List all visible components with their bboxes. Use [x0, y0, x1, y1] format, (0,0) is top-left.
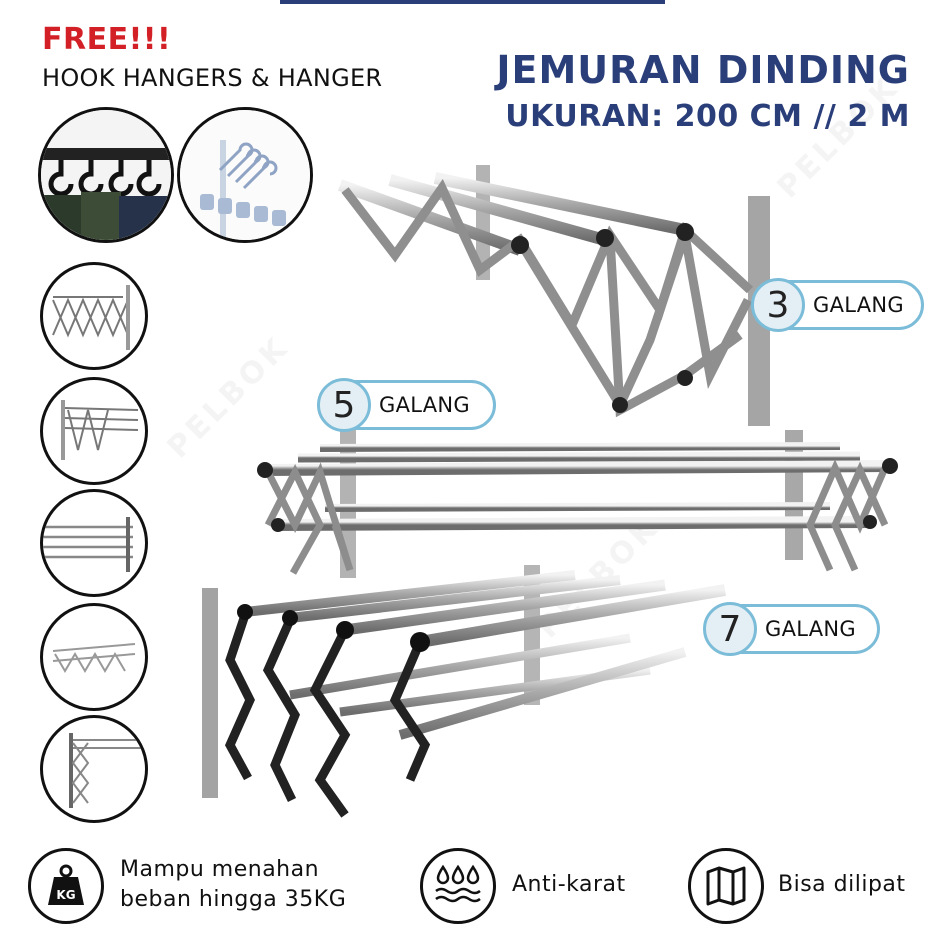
badge-number: 3	[751, 278, 805, 332]
feature-weight-capacity: Mampu menahan beban hingga 35KG	[120, 855, 346, 915]
hook-hangers-title: HOOK HANGERS & HANGER	[42, 64, 383, 92]
badge-7-galang: 7 GALANG	[703, 602, 880, 656]
foldable-map-icon	[688, 848, 764, 924]
thumbnail-rack-angle-1	[40, 262, 148, 370]
hanger-photo	[177, 107, 313, 243]
clothes-hanger-illustration	[180, 110, 310, 240]
rack-thumbnail-illustration	[69, 733, 143, 808]
badge-3-galang: 3 GALANG	[751, 278, 924, 332]
page-title: JEMURAN DINDING	[496, 48, 910, 92]
badge-label: GALANG	[379, 393, 470, 417]
free-label: FREE!!!	[42, 22, 172, 57]
weight-kg-icon: KG	[28, 848, 104, 924]
thumbnail-rack-angle-5	[40, 715, 148, 823]
badge-label: GALANG	[765, 617, 856, 641]
badge-label: GALANG	[813, 293, 904, 317]
thumbnail-rack-angle-3	[40, 489, 148, 597]
rack-thumbnail-illustration	[43, 517, 133, 572]
size-subtitle: UKURAN: 200 CM // 2 M	[505, 99, 910, 134]
rack-thumbnail-illustration	[52, 643, 136, 673]
badge-number: 5	[317, 378, 371, 432]
water-resistant-icon	[420, 848, 496, 924]
thumbnail-rack-angle-4	[40, 603, 148, 711]
hook-hangers-photo	[38, 107, 174, 243]
feature-text-line: Mampu menahan	[120, 857, 320, 882]
rack-7-rods	[202, 565, 727, 818]
rack-3-rods	[337, 165, 770, 426]
badge-5-galang: 5 GALANG	[317, 378, 496, 432]
svg-text:KG: KG	[56, 888, 75, 902]
feature-anti-rust: Anti-karat	[512, 872, 626, 897]
feature-foldable: Bisa dilipat	[778, 872, 906, 897]
thumbnail-rack-angle-2	[40, 377, 148, 485]
wall-drying-rack-illustration	[202, 165, 898, 818]
hook-hangers-illustration	[41, 110, 171, 240]
rack-thumbnail-illustration	[61, 400, 139, 460]
top-accent-bar	[280, 0, 665, 4]
rack-thumbnail-illustration	[52, 285, 130, 350]
feature-text-line: beban hingga 35KG	[120, 887, 347, 912]
rack-5-rods	[257, 428, 898, 578]
badge-number: 7	[703, 602, 757, 656]
